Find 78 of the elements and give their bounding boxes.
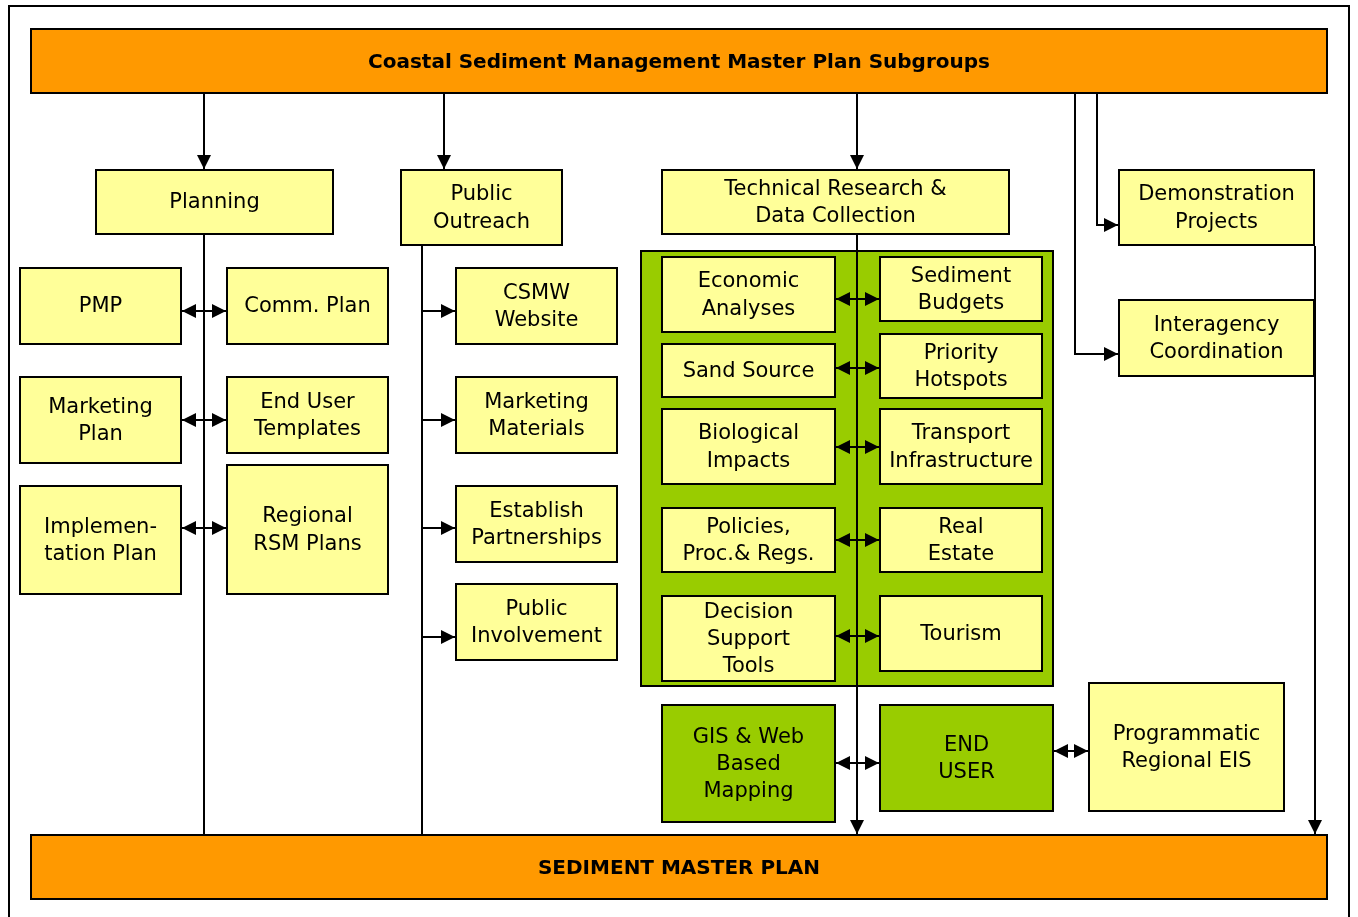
connector-arrow [850,93,864,170]
process-box [226,464,389,595]
process-box [661,704,836,823]
connector-arrow [850,234,864,835]
bar-title: SEDIMENT MASTER PLAN [537,854,821,880]
box-label: Implemen- tation Plan [43,512,158,567]
footer-bar [30,834,1328,900]
box-label: Public Outreach [432,180,531,235]
box-label: Priority Hotspots [913,338,1009,393]
box-label: Technical Research & Data Collection [723,174,948,229]
connector-arrow [835,292,880,306]
box-label: Decision Support Tools [702,597,795,680]
connector-arrow [1053,744,1089,758]
connector-arrow [835,629,880,643]
box-label: Transport Infrastructure [889,419,1033,474]
box-label: Sediment Budgets [909,261,1013,316]
process-box [226,376,389,454]
box-label: Interagency Coordination [1148,310,1285,365]
bar-title: Coastal Sediment Management Master Plan Subgroups [368,48,990,74]
connector-arrow [835,440,880,454]
box-label: CSMW Website [493,278,580,333]
process-box [879,408,1043,485]
process-box [879,595,1043,672]
process-box [879,704,1054,812]
process-box [1118,169,1315,246]
connector-arrow [181,304,227,318]
box-label: GIS & Web Based Mapping [691,722,806,805]
box-label: END USER [937,730,996,785]
process-box [19,376,182,464]
connector-arrow [197,93,211,170]
connector-arrow [835,361,880,375]
process-box [95,169,334,235]
connector-arrow [1096,93,1119,232]
connector-arrow [437,93,451,170]
box-label: Marketing Plan [47,392,154,447]
connector-arrow [1308,245,1322,835]
process-box [19,485,182,595]
group-panel [640,250,1054,687]
box-label: Tourism [920,619,1002,647]
box-label: Policies, Proc.& Regs. [681,512,816,567]
process-box [879,507,1043,573]
process-box [661,408,836,485]
process-box [1088,682,1285,812]
connector-arrow [835,756,880,770]
box-label: Real Estate [926,512,996,567]
box-label: Biological Impacts [696,419,801,474]
connector-arrow [181,521,227,535]
process-box [879,333,1043,399]
process-box [455,376,618,454]
process-box [661,507,836,573]
connector-arrow [1074,93,1119,361]
connector-arrow [835,533,880,547]
box-label: Public Involvement [470,594,603,649]
process-box [661,595,836,682]
process-box [661,343,836,398]
box-label: Marketing Materials [483,387,590,442]
box-label: Comm. Plan [244,292,371,320]
process-box [19,267,182,345]
box-label: Establish Partnerships [470,496,603,551]
process-box [879,256,1043,322]
process-box [661,256,836,333]
process-box [226,267,389,345]
box-label: Demonstration Projects [1137,180,1296,235]
box-label: Programmatic Regional EIS [1111,719,1262,774]
process-box [400,169,563,246]
process-box [455,267,618,345]
box-label: PMP [78,292,123,320]
box-label: End User Templates [253,387,362,442]
header-bar [30,28,1328,94]
process-box [455,583,618,661]
box-label: Regional RSM Plans [253,502,362,557]
process-box [1118,299,1315,377]
box-label: Sand Source [682,356,815,384]
box-label: Economic Analyses [696,267,801,322]
process-box [661,169,1010,235]
box-label: Planning [169,188,260,216]
connector-arrow [181,413,227,427]
process-box [455,485,618,563]
